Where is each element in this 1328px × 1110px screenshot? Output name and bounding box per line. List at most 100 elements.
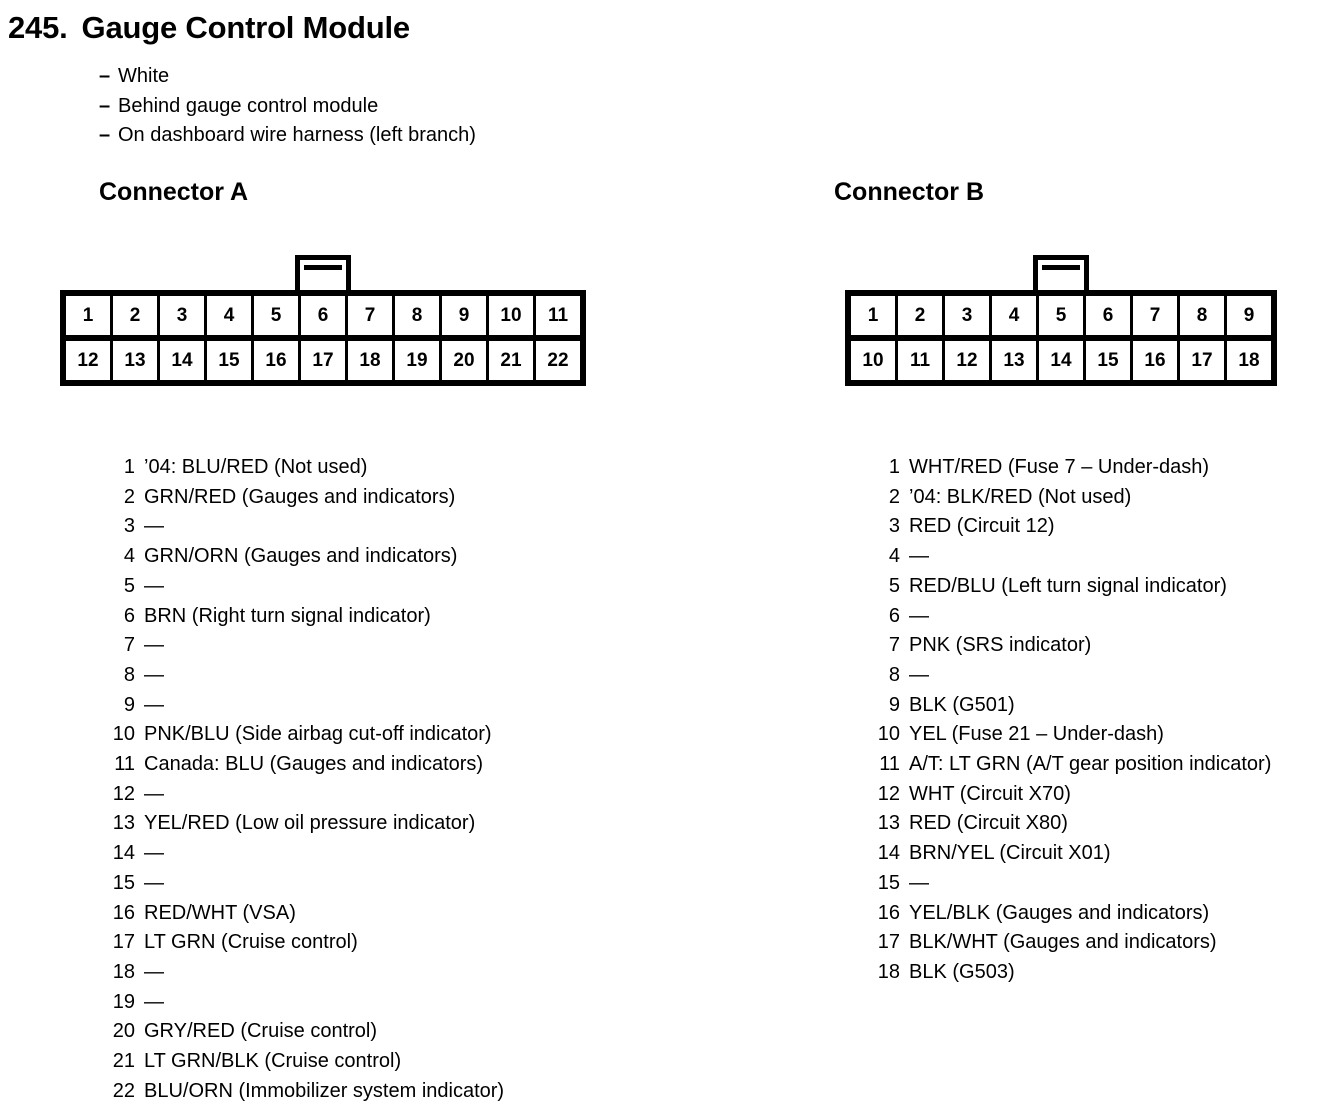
pin-number: 20 (112, 1020, 135, 1043)
pin-description: ’04: BLK/RED (Not used) (909, 485, 1132, 508)
pin-cell[interactable]: 9 (1227, 296, 1271, 335)
pin-cell[interactable]: 3 (160, 296, 204, 335)
pin-cell[interactable]: 15 (207, 341, 251, 380)
pin-list-item: 19 — (104, 988, 504, 1018)
pin-cell[interactable]: 5 (1039, 296, 1083, 335)
section-number: 245. (8, 10, 68, 45)
pin-number: 16 (877, 901, 900, 924)
pin-list-item: 14— (104, 839, 504, 869)
pin-description: — (909, 871, 929, 894)
pin-cell[interactable]: 1 (851, 296, 895, 335)
pin-cell[interactable]: 10 (489, 296, 533, 335)
pin-cell[interactable]: 17 (301, 341, 345, 380)
pin-cell[interactable]: 11 (898, 341, 942, 380)
pin-cell[interactable]: 19 (395, 341, 439, 380)
pin-description: A/T: LT GRN (A/T gear position indicator… (909, 753, 1272, 776)
pin-number: 3 (888, 515, 900, 538)
pin-cell[interactable]: 12 (945, 341, 989, 380)
note-label: Behind gauge control module (118, 94, 379, 117)
pin-cell[interactable]: 3 (945, 296, 989, 335)
pin-cell[interactable]: 7 (348, 296, 392, 335)
pin-description: BLK (G501) (909, 693, 1015, 716)
pin-number: 6 (123, 604, 135, 627)
pin-cell[interactable]: 20 (442, 341, 486, 380)
pin-cell[interactable]: 4 (207, 296, 251, 335)
note-dash-icon: – (99, 94, 111, 117)
pin-cell[interactable]: 6 (1086, 296, 1130, 335)
pin-description: — (144, 693, 164, 716)
pin-number: 4 (123, 545, 135, 568)
note-dash-icon: – (99, 65, 111, 87)
pin-cell[interactable]: 15 (1086, 341, 1130, 380)
pin-list-item: 12— (104, 780, 504, 810)
pin-cell[interactable]: 8 (395, 296, 439, 335)
page-title: 245. Gauge Control Module (8, 10, 410, 46)
pin-list-item: 8— (869, 661, 1271, 691)
pin-number: 1 (888, 456, 900, 478)
pin-cell[interactable]: 4 (992, 296, 1036, 335)
pin-cell[interactable]: 17 (1180, 341, 1224, 380)
pin-list-item: 1’04: BLU/RED (Not used) (104, 453, 504, 483)
connector-note: –White (99, 62, 476, 92)
pin-cell[interactable]: 14 (160, 341, 204, 380)
pin-number: 19 (112, 990, 135, 1013)
pin-cell[interactable]: 2 (898, 296, 942, 335)
pin-list-item: 5— (104, 572, 504, 602)
pin-description: — (909, 545, 929, 568)
pin-list-item: 15— (869, 869, 1271, 899)
pin-cell[interactable]: 8 (1180, 296, 1224, 335)
pin-cell[interactable]: 16 (1133, 341, 1177, 380)
pin-cell[interactable]: 18 (1227, 341, 1271, 380)
pin-number: 14 (877, 842, 900, 865)
pin-cell[interactable]: 7 (1133, 296, 1177, 335)
pin-cell[interactable]: 12 (66, 341, 110, 380)
pin-description: — (909, 604, 929, 627)
pin-cell[interactable]: 18 (348, 341, 392, 380)
pin-cell[interactable]: 16 (254, 341, 298, 380)
pin-description: — (144, 990, 164, 1013)
pin-cell[interactable]: 9 (442, 296, 486, 335)
pin-cell[interactable]: 2 (113, 296, 157, 335)
connector-latch-tab-icon (1033, 255, 1089, 295)
pin-number: 12 (877, 782, 900, 805)
connector-note: –On dashboard wire harness (left branch) (99, 121, 476, 151)
pin-number: 13 (112, 812, 135, 835)
section-title: Gauge Control Module (81, 10, 411, 45)
pin-description: YEL (Fuse 21 – Under-dash) (909, 723, 1164, 746)
pin-cell[interactable]: 5 (254, 296, 298, 335)
pin-description: PNK/BLU (Side airbag cut-off indicator) (144, 723, 492, 746)
pin-description: BRN/YEL (Circuit X01) (909, 842, 1111, 865)
pin-cell[interactable]: 10 (851, 341, 895, 380)
pin-description: LT GRN/BLK (Cruise control) (144, 1050, 402, 1073)
pin-cell[interactable]: 13 (992, 341, 1036, 380)
pin-description: RED (Circuit X80) (909, 812, 1068, 835)
pin-number: 5 (123, 574, 135, 597)
pin-number: 14 (112, 842, 135, 865)
pin-description: — (144, 663, 164, 686)
pin-cell[interactable]: 6 (301, 296, 345, 335)
pin-number: 16 (112, 901, 135, 924)
pin-cell[interactable]: 22 (536, 341, 580, 380)
pin-cell[interactable]: 1 (66, 296, 110, 335)
pin-cell[interactable]: 14 (1039, 341, 1083, 380)
pin-cell[interactable]: 21 (489, 341, 533, 380)
pin-number: 11 (114, 753, 135, 776)
pin-cell[interactable]: 13 (113, 341, 157, 380)
pin-list-item: 7— (104, 631, 504, 661)
pin-number: 8 (888, 663, 900, 686)
pin-cell[interactable]: 11 (536, 296, 580, 335)
